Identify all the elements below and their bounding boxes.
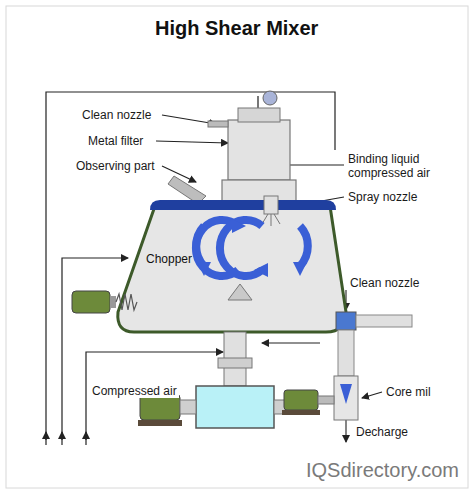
circulation-heads bbox=[197, 219, 307, 277]
frame bbox=[6, 6, 468, 488]
part-label: Clean nozzle bbox=[80, 108, 153, 122]
mixer-vessel bbox=[118, 206, 346, 332]
observing-port bbox=[168, 176, 206, 204]
part-label: Metal filter bbox=[86, 134, 145, 148]
watermark: IQSdirectory.com bbox=[306, 458, 459, 482]
impeller bbox=[228, 284, 252, 300]
discharge-unit bbox=[282, 312, 412, 420]
spray bbox=[262, 214, 280, 226]
part-label: Observing part bbox=[74, 159, 157, 173]
part-label: Clean nozzle bbox=[348, 276, 421, 290]
part-label: Chopper bbox=[146, 252, 192, 266]
filter-tower bbox=[208, 91, 296, 206]
input-label: Binding liquid compressed air bbox=[346, 152, 446, 180]
main-drive bbox=[138, 332, 288, 428]
diagram-title: High Shear Mixer bbox=[155, 16, 318, 40]
part-label: Spray nozzle bbox=[346, 190, 419, 204]
chopper-motor bbox=[72, 291, 137, 313]
circulation-arrows bbox=[196, 220, 308, 276]
spray-nozzle bbox=[264, 196, 278, 214]
output-label: Decharge bbox=[354, 425, 410, 439]
part-label: Core mil bbox=[384, 385, 433, 399]
input-label: Compressed air bbox=[90, 384, 179, 398]
vessel-lid bbox=[150, 200, 336, 210]
